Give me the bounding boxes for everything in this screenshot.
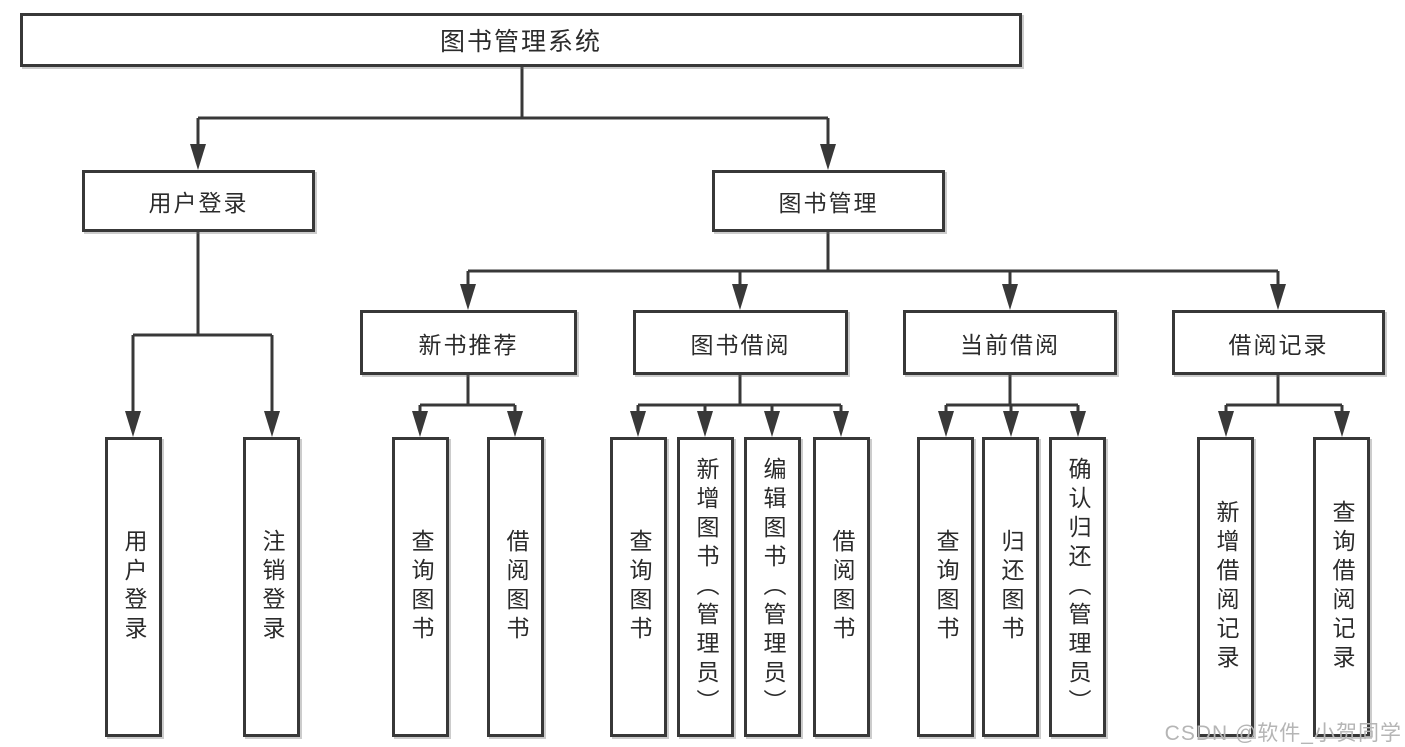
node-label: 归还图书 — [998, 529, 1024, 645]
node-label: 新增图书（管理员） — [693, 456, 719, 718]
node-leaf-add-books-admin: 新增图书（管理员） — [677, 437, 734, 737]
arrowhead-down-icon — [1218, 411, 1234, 437]
node-book-borrowing: 图书借阅 — [633, 310, 848, 375]
arrowhead-down-icon — [732, 284, 748, 310]
node-label: 用户登录 — [121, 529, 147, 645]
node-leaf-query-borrow-record: 查询借阅记录 — [1313, 437, 1370, 737]
node-label: 编辑图书（管理员） — [760, 456, 786, 718]
arrowhead-down-icon — [820, 144, 836, 170]
node-leaf-add-borrow-record: 新增借阅记录 — [1197, 437, 1254, 737]
node-label: 图书借阅 — [690, 331, 791, 358]
connector-new-book-recommend-to-leaves — [418, 375, 517, 413]
connector-book-management-to-level3 — [466, 232, 1280, 286]
node-label: 借阅记录 — [1228, 331, 1329, 358]
node-label: 注销登录 — [259, 529, 285, 645]
node-label: 图书管理 — [778, 190, 879, 216]
arrowhead-down-icon — [1270, 284, 1286, 310]
node-label: 查询图书 — [933, 529, 959, 645]
node-leaf-query-books-recommend: 查询图书 — [392, 437, 449, 737]
arrowhead-down-icon — [460, 284, 476, 310]
arrowhead-down-icon — [507, 411, 523, 437]
node-label: 用户登录 — [148, 190, 249, 216]
node-label: 新书推荐 — [418, 331, 519, 358]
arrowhead-down-icon — [412, 411, 428, 437]
arrowhead-down-icon — [1070, 411, 1086, 437]
node-borrowing-records: 借阅记录 — [1172, 310, 1385, 375]
node-leaf-user-login: 用户登录 — [105, 437, 162, 737]
arrowhead-down-icon — [1003, 411, 1019, 437]
connector-current-borrowing-to-leaves — [944, 375, 1080, 413]
arrowhead-down-icon — [938, 411, 954, 437]
node-current-borrowing: 当前借阅 — [903, 310, 1117, 375]
node-leaf-logout: 注销登录 — [243, 437, 300, 737]
node-book-management-system: 图书管理系统 — [20, 13, 1022, 67]
connector-root-to-level2 — [196, 67, 830, 146]
arrowhead-down-icon — [833, 411, 849, 437]
arrowhead-down-icon — [1002, 284, 1018, 310]
arrowhead-down-icon — [125, 411, 141, 437]
arrowhead-down-icon — [697, 411, 713, 437]
node-label: 当前借阅 — [960, 331, 1060, 358]
node-user-login: 用户登录 — [82, 170, 315, 232]
connector-book-borrowing-to-leaves — [636, 375, 843, 413]
arrowhead-down-icon — [1334, 411, 1350, 437]
arrowhead-down-icon — [764, 411, 780, 437]
arrowhead-down-icon — [190, 144, 206, 170]
node-label: 图书管理系统 — [439, 28, 602, 56]
arrowhead-down-icon — [630, 411, 646, 437]
node-leaf-confirm-return-admin: 确认归还（管理员） — [1049, 437, 1106, 737]
node-label: 新增借阅记录 — [1213, 500, 1239, 674]
node-label: 查询借阅记录 — [1329, 500, 1355, 674]
node-book-management: 图书管理 — [712, 170, 945, 232]
node-leaf-borrow-books-recommend: 借阅图书 — [487, 437, 544, 737]
node-new-book-recommend: 新书推荐 — [360, 310, 577, 375]
node-leaf-query-books-current: 查询图书 — [917, 437, 974, 737]
node-label: 查询图书 — [626, 529, 652, 645]
node-label: 借阅图书 — [829, 529, 855, 645]
node-leaf-edit-books-admin: 编辑图书（管理员） — [744, 437, 801, 737]
arrowhead-down-icon — [264, 411, 280, 437]
node-leaf-return-books: 归还图书 — [982, 437, 1039, 737]
node-leaf-query-books-borrowing: 查询图书 — [610, 437, 667, 737]
connector-user-login-to-leaves — [131, 232, 274, 413]
node-label: 确认归还（管理员） — [1065, 456, 1091, 718]
csdn-watermark: CSDN @软件_小贺同学 — [1164, 722, 1402, 745]
node-label: 查询图书 — [408, 529, 434, 645]
node-leaf-borrow-books-borrowing: 借阅图书 — [813, 437, 870, 737]
node-label: 借阅图书 — [503, 529, 529, 645]
connector-borrowing-records-to-leaves — [1224, 375, 1344, 413]
